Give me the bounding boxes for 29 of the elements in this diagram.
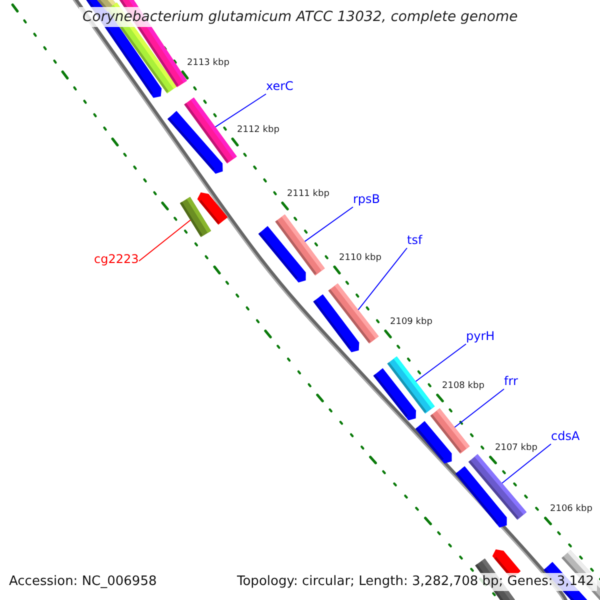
tick-label: 2111 kbp — [287, 189, 330, 200]
info-text: Topology: circular; Length: 3,282,708 bp; Genes: 3,142 — [234, 573, 598, 591]
tick-label: 2113 kbp — [187, 58, 230, 69]
leader-line — [415, 344, 466, 382]
tick-label: 2106 kbp — [550, 504, 592, 515]
gene-feature — [328, 283, 379, 344]
gene-label: xerC — [266, 79, 294, 94]
leader-line — [502, 444, 552, 484]
gene-label: frr — [504, 374, 518, 389]
gene-feature — [430, 408, 470, 454]
gene-label: rpsB — [353, 192, 380, 207]
gene-label: pyrH — [466, 329, 495, 344]
gene-label: cg2223 — [94, 252, 139, 267]
gene-feature — [387, 356, 435, 414]
leader-line — [304, 206, 354, 242]
gene-feature — [275, 214, 325, 276]
tick-label: 2110 kbp — [339, 253, 382, 264]
gene-label: tsf — [407, 233, 422, 248]
tick-label: 2109 kbp — [390, 317, 432, 328]
tick-label: 2107 kbp — [495, 443, 538, 454]
tick-label: 2112 kbp — [237, 125, 280, 136]
tick-label: 2108 kbp — [442, 381, 484, 392]
gene-feature — [468, 454, 527, 520]
gene-feature — [184, 97, 237, 164]
leader-line — [454, 388, 504, 428]
leader-line — [214, 94, 266, 128]
gene-label: cdsA — [551, 429, 580, 444]
leader-line — [358, 248, 408, 310]
gene-feature — [180, 196, 212, 238]
